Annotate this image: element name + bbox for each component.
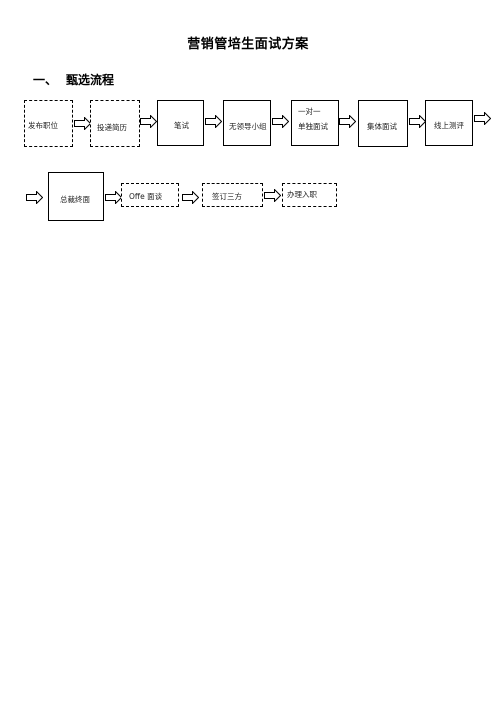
arrow-right-icon: [140, 115, 157, 128]
flow-step-sign-agreement: 签订三方: [202, 183, 263, 207]
section-title: 甄选流程: [66, 73, 115, 87]
flow-step-label: 无领导小组: [229, 122, 267, 131]
arrow-right-icon: [339, 115, 356, 128]
arrow-right-icon: [74, 117, 91, 130]
arrow-right-icon: [182, 191, 199, 204]
arrow-right-icon: [272, 115, 289, 128]
arrow-right-icon: [26, 191, 43, 204]
flow-step-label: 投递简历: [97, 123, 127, 132]
arrow-right-icon: [474, 112, 491, 125]
flow-step-post-job: 发布职位: [24, 100, 73, 147]
arrow-right-icon: [409, 115, 426, 128]
arrow-right-icon: [264, 189, 281, 202]
flow-step-online-assessment: 线上测评: [425, 100, 473, 146]
flow-step-offer-talk: Offe 面谈: [121, 183, 179, 207]
flow-step-ceo-final-interview: 总裁终面: [48, 172, 104, 221]
flow-step-label: 总裁终面: [60, 195, 90, 204]
arrow-right-icon: [205, 115, 222, 128]
flow-step-submit-resume: 投递简历: [90, 100, 140, 147]
flow-step-label-line2: 单独面试: [298, 122, 328, 131]
flow-step-leaderless-group: 无领导小组: [223, 100, 271, 146]
flow-step-label: 笔试: [174, 121, 189, 130]
flow-step-label: Offe 面谈: [129, 192, 163, 201]
page-title: 营销管培生面试方案: [187, 37, 309, 52]
flow-step-individual-interview: 一对一 单独面试: [291, 100, 339, 146]
arrow-right-icon: [105, 191, 122, 204]
flow-step-label: 发布职位: [28, 121, 58, 130]
flow-step-label: 签订三方: [212, 192, 242, 201]
flow-step-written-test: 笔试: [157, 100, 204, 146]
flow-step-onboarding: 办理入职: [282, 183, 337, 207]
flow-step-group-interview: 集体面试: [358, 100, 408, 147]
section-number: 一、: [33, 73, 58, 87]
flow-step-label: 线上测评: [434, 121, 464, 130]
flow-step-label: 办理入职: [287, 190, 317, 199]
flow-step-label: 集体面试: [367, 122, 397, 131]
flow-step-label-line1: 一对一: [298, 107, 321, 116]
